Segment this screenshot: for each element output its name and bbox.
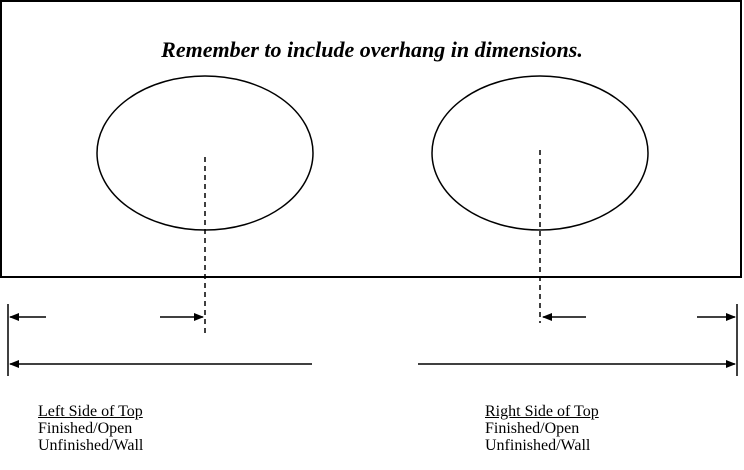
right-option-unfinished: Unfinished/Wall [485, 437, 591, 454]
left-side-legend: Left Side of Top Finished/Open Unfinishe… [38, 403, 143, 454]
left-option-finished: Finished/Open [38, 420, 133, 437]
overhang-note: Remember to include overhang in dimensio… [160, 37, 583, 62]
countertop-outline [0, 0, 742, 278]
left-option-unfinished: Unfinished/Wall [38, 437, 144, 454]
right-sink-cutout [431, 75, 649, 231]
right-side-legend: Right Side of Top Finished/Open Unfinish… [485, 403, 599, 454]
right-option-finished: Finished/Open [485, 420, 580, 437]
right-side-title: Right Side of Top [485, 403, 599, 420]
left-side-title: Left Side of Top [38, 403, 143, 420]
